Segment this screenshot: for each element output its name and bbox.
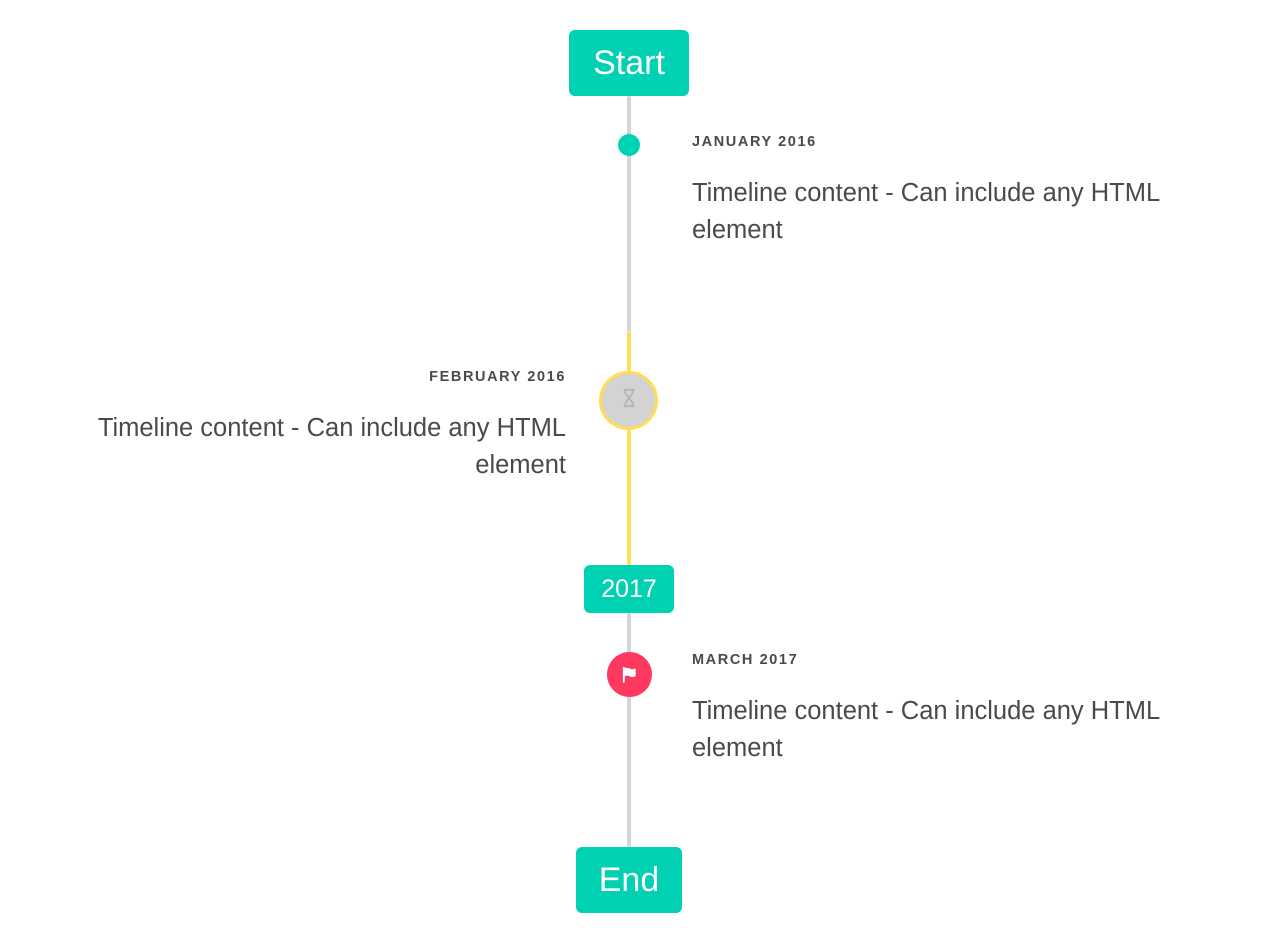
timeline-item-body: Timeline content - Can include any HTML … [692,697,1160,762]
timeline-marker-march-2017[interactable] [607,652,652,697]
timeline-header-start-badge[interactable]: Start [569,30,689,96]
timeline-item-body: Timeline content - Can include any HTML … [97,414,566,479]
timeline-item-heading: MARCH 2017 [692,652,799,668]
flag-icon [619,664,640,685]
timeline-rail-segment-grey-top [627,96,631,332]
timeline-footer-end-badge[interactable]: End [576,847,682,913]
timeline-item-heading: JANUARY 2016 [692,134,817,150]
timeline-item-february-2016: FEBRUARY 2016 Timeline content - Can inc… [38,369,566,483]
timeline-item-january-2016: JANUARY 2016 Timeline content - Can incl… [692,134,1232,248]
timeline-footer-end-label: End [598,861,660,899]
timeline-item-heading: FEBRUARY 2016 [429,369,566,385]
timeline-item-body: Timeline content - Can include any HTML … [692,179,1160,244]
timeline-marker-january-2016[interactable] [618,134,640,156]
timeline-header-start-label: Start [593,44,665,82]
timeline-marker-february-2016[interactable] [599,371,658,430]
timeline-divider-2017-badge[interactable]: 2017 [584,565,674,613]
hourglass-icon [618,387,640,414]
timeline-item-march-2017: MARCH 2017 Timeline content - Can includ… [692,652,1232,766]
timeline-rail-segment-yellow [627,332,631,565]
timeline-divider-2017-label: 2017 [601,574,657,603]
timeline-rail-segment-grey-bottom [627,613,631,847]
